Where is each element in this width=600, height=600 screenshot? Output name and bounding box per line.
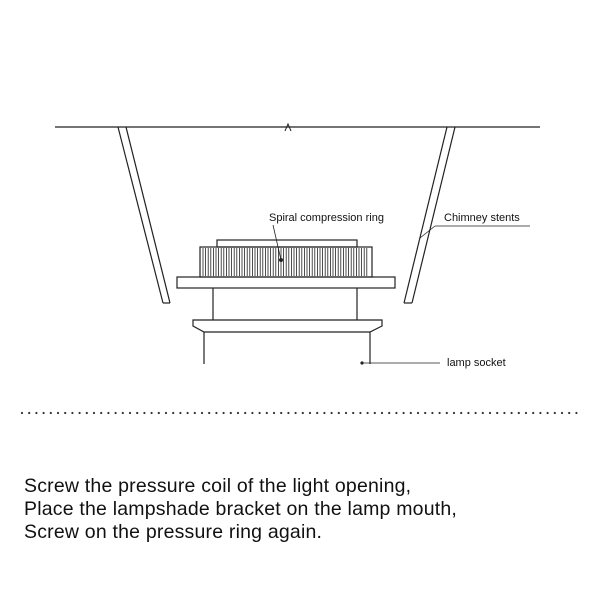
ceiling-break-mark: [284, 122, 292, 132]
bracket-plate: [176, 276, 396, 289]
label-chimney-stents: Chimney stents: [444, 212, 520, 224]
dotted-separator: [20, 411, 578, 415]
instruction-text: Screw the pressure coil of the light ope…: [24, 475, 584, 544]
ring-hatching: [202, 248, 368, 276]
leader-chimney-diag: [419, 225, 436, 239]
instruction-line: Place the lampshade bracket on the lamp …: [24, 498, 458, 520]
instruction-line: Screw on the pressure ring again.: [24, 521, 323, 543]
leader-dot-socket: [360, 361, 364, 365]
spiral-compression-ring: [199, 246, 373, 278]
leader-dot-spiral: [279, 258, 283, 262]
ring-top-band: [216, 239, 358, 248]
label-spiral-compression-ring: Spiral compression ring: [269, 212, 384, 224]
socket-neck: [212, 288, 358, 320]
lamp-socket-body: [203, 332, 371, 364]
socket-rim: [192, 319, 383, 333]
chimney-shade: [117, 126, 456, 304]
leader-spiral: [272, 224, 282, 261]
instruction-line: Screw the pressure coil of the light ope…: [24, 475, 412, 497]
label-lamp-socket: lamp socket: [447, 357, 506, 369]
